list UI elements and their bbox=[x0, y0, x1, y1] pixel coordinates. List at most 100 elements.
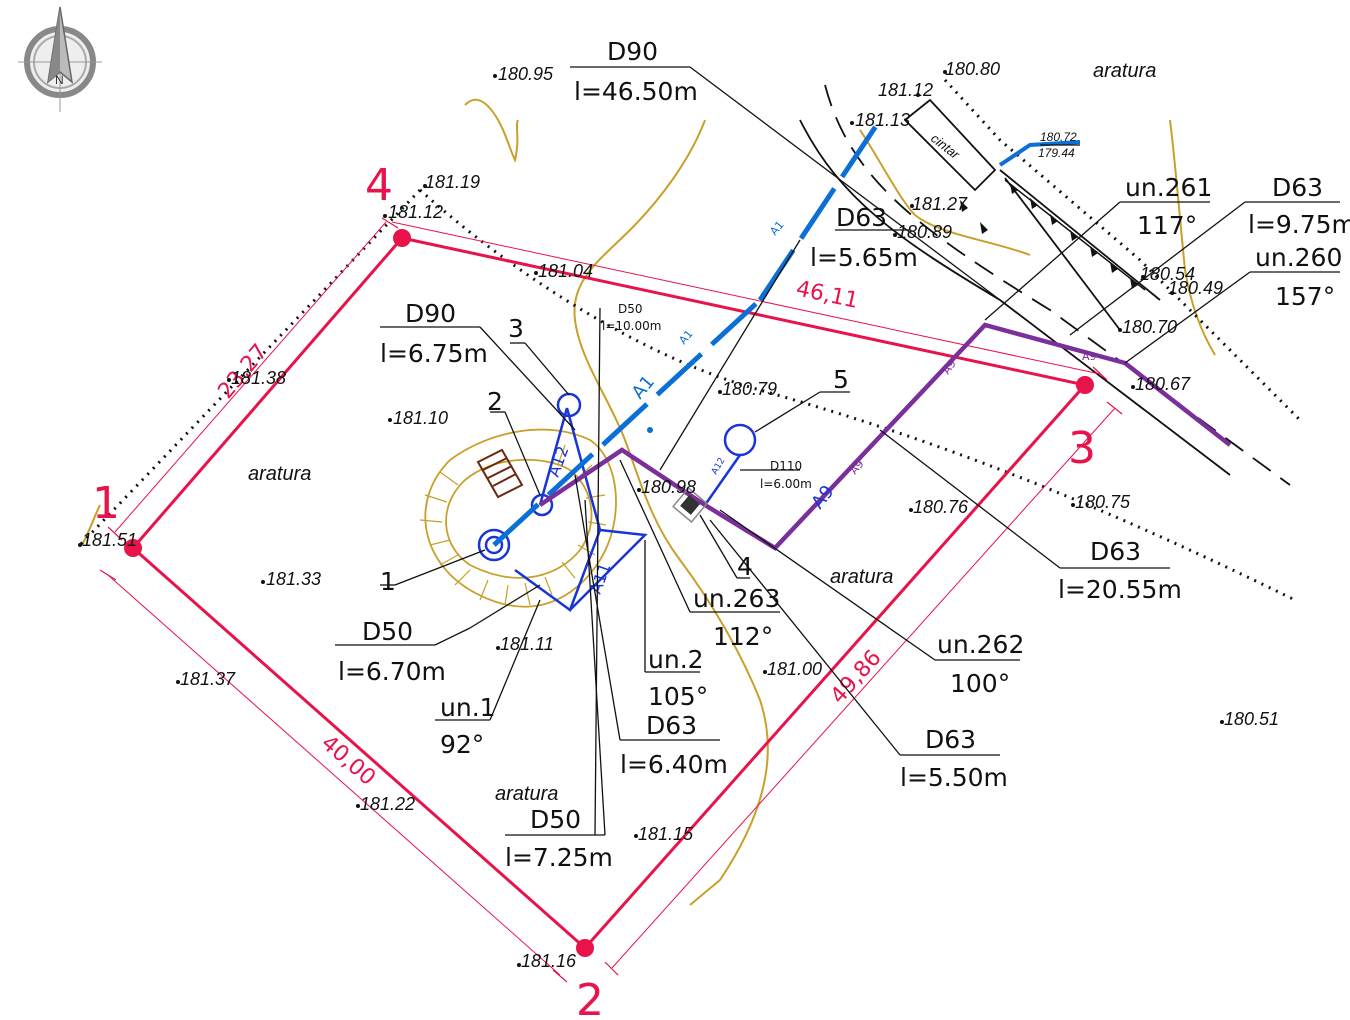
corner-2-marker bbox=[576, 939, 594, 957]
svg-text:180.79: 180.79 bbox=[722, 379, 777, 399]
svg-text:117°: 117° bbox=[1137, 211, 1197, 240]
corner-4-marker bbox=[393, 229, 411, 247]
node-2-circle bbox=[530, 493, 554, 517]
svg-text:180.70: 180.70 bbox=[1122, 317, 1177, 337]
svg-text:un.263: un.263 bbox=[693, 584, 780, 613]
svg-text:l=5.50m: l=5.50m bbox=[900, 763, 1008, 792]
svg-text:92°: 92° bbox=[440, 730, 484, 759]
svg-text:181.16: 181.16 bbox=[521, 951, 577, 971]
corner-3-label: 3 bbox=[1068, 423, 1096, 474]
svg-text:D50: D50 bbox=[530, 805, 581, 834]
node-1-label: 1 bbox=[380, 567, 396, 596]
svg-text:D63: D63 bbox=[1272, 173, 1323, 202]
svg-text:157°: 157° bbox=[1275, 282, 1335, 311]
svg-text:l=20.55m: l=20.55m bbox=[1058, 575, 1182, 604]
svg-text:180.51: 180.51 bbox=[1224, 709, 1279, 729]
svg-text:l=6.00m: l=6.00m bbox=[760, 477, 812, 491]
node-2-label: 2 bbox=[487, 387, 503, 416]
hydrant-icon bbox=[672, 487, 708, 523]
area-label: aratura bbox=[248, 463, 311, 485]
svg-text:un.260: un.260 bbox=[1255, 243, 1342, 272]
svg-text:181.27: 181.27 bbox=[912, 194, 968, 214]
svg-text:A1: A1 bbox=[676, 327, 695, 346]
svg-text:180.89: 180.89 bbox=[897, 222, 952, 242]
corner-2-label: 2 bbox=[576, 975, 604, 1020]
svg-text:181.15: 181.15 bbox=[638, 824, 694, 844]
svg-text:181.11: 181.11 bbox=[500, 634, 554, 654]
property-boundary bbox=[99, 217, 1123, 983]
svg-text:N: N bbox=[55, 73, 64, 87]
terrain-contours bbox=[81, 98, 1216, 906]
svg-text:D90: D90 bbox=[405, 299, 456, 328]
svg-text:A1: A1 bbox=[767, 218, 786, 237]
svg-text:180.75: 180.75 bbox=[1075, 492, 1131, 512]
svg-text:D63: D63 bbox=[925, 725, 976, 754]
svg-text:180.67: 180.67 bbox=[1135, 374, 1191, 394]
area-label: aratura bbox=[1093, 60, 1156, 82]
svg-text:181.38: 181.38 bbox=[231, 368, 286, 388]
svg-text:A9: A9 bbox=[847, 457, 866, 476]
svg-text:112°: 112° bbox=[713, 622, 773, 651]
well-top-elev: 180.72 bbox=[1040, 130, 1077, 144]
svg-text:180.80: 180.80 bbox=[945, 59, 1000, 79]
svg-text:181.13: 181.13 bbox=[855, 110, 910, 130]
svg-text:181.10: 181.10 bbox=[393, 408, 448, 428]
svg-text:D63: D63 bbox=[1090, 537, 1141, 566]
node-1-circle bbox=[477, 528, 511, 562]
svg-text:180.49: 180.49 bbox=[1168, 278, 1223, 298]
pipe-labels: D90 l=46.50m D63 l=5.65m D63 l=9.75m D63… bbox=[338, 37, 1350, 872]
svg-text:D50: D50 bbox=[618, 302, 643, 316]
svg-text:181.19: 181.19 bbox=[425, 172, 480, 192]
svg-text:181.12: 181.12 bbox=[388, 202, 443, 222]
svg-text:un.262: un.262 bbox=[937, 630, 1024, 659]
dim-3-4: 46,11 bbox=[794, 276, 861, 314]
corner-1-label: 1 bbox=[92, 478, 120, 529]
svg-text:181.33: 181.33 bbox=[266, 569, 321, 589]
svg-text:180.76: 180.76 bbox=[913, 497, 969, 517]
svg-text:l=7.25m: l=7.25m bbox=[505, 843, 613, 872]
node-5-label: 5 bbox=[833, 365, 849, 394]
svg-text:181.37: 181.37 bbox=[180, 669, 236, 689]
svg-text:181.04: 181.04 bbox=[538, 261, 593, 281]
cintar-label: cintar bbox=[928, 131, 963, 163]
svg-text:180.95: 180.95 bbox=[498, 64, 554, 84]
svg-text:D63: D63 bbox=[836, 203, 887, 232]
node-3-label: 3 bbox=[508, 314, 524, 343]
svg-text:181.12: 181.12 bbox=[878, 80, 933, 100]
corner-4-label: 4 bbox=[365, 160, 393, 211]
svg-text:181.22: 181.22 bbox=[360, 794, 415, 814]
svg-text:180.54: 180.54 bbox=[1140, 264, 1195, 284]
svg-text:l=5.65m: l=5.65m bbox=[810, 243, 918, 272]
svg-text:l=46.50m: l=46.50m bbox=[574, 77, 698, 106]
dim-2-3: 49,86 bbox=[826, 645, 887, 709]
svg-text:l=9.75m: l=9.75m bbox=[1248, 210, 1350, 239]
road-edges bbox=[799, 84, 1291, 486]
elevation-points: 180.95 180.80 181.12 181.13 181.19 181.1… bbox=[78, 59, 1279, 971]
svg-text:l=10.00m: l=10.00m bbox=[602, 319, 661, 333]
svg-text:A12: A12 bbox=[710, 456, 727, 476]
svg-text:un.1: un.1 bbox=[440, 693, 496, 722]
area-label: aratura bbox=[495, 783, 558, 805]
svg-text:A9: A9 bbox=[940, 357, 959, 376]
svg-text:un.2: un.2 bbox=[648, 645, 704, 674]
segment-tags: A1 A1 A1 A12 A11 A9 A9 A9 A9 A12 bbox=[544, 218, 1097, 596]
compass-north-icon: N bbox=[18, 6, 102, 112]
svg-text:D63: D63 bbox=[646, 711, 697, 740]
well-bottom-elev: 179.44 bbox=[1038, 146, 1075, 160]
angle-labels: un.261 117° un.260 157° un.263 112° un.2… bbox=[440, 173, 1342, 759]
corner-1-marker bbox=[124, 539, 142, 557]
svg-text:D90: D90 bbox=[607, 37, 658, 66]
svg-text:181.51: 181.51 bbox=[82, 530, 137, 550]
svg-text:l=6.40m: l=6.40m bbox=[620, 750, 728, 779]
svg-text:180.98: 180.98 bbox=[641, 477, 696, 497]
pipe-a9 bbox=[538, 322, 1232, 551]
node-4-label: 4 bbox=[737, 552, 753, 581]
svg-text:D110: D110 bbox=[770, 459, 802, 473]
node-5-circle bbox=[723, 423, 757, 457]
dotted-boundary bbox=[78, 78, 1302, 602]
svg-text:105°: 105° bbox=[648, 682, 708, 711]
svg-text:181.00: 181.00 bbox=[767, 659, 822, 679]
drainage-network bbox=[477, 392, 757, 612]
svg-text:l=6.75m: l=6.75m bbox=[380, 339, 488, 368]
svg-text:100°: 100° bbox=[950, 669, 1010, 698]
